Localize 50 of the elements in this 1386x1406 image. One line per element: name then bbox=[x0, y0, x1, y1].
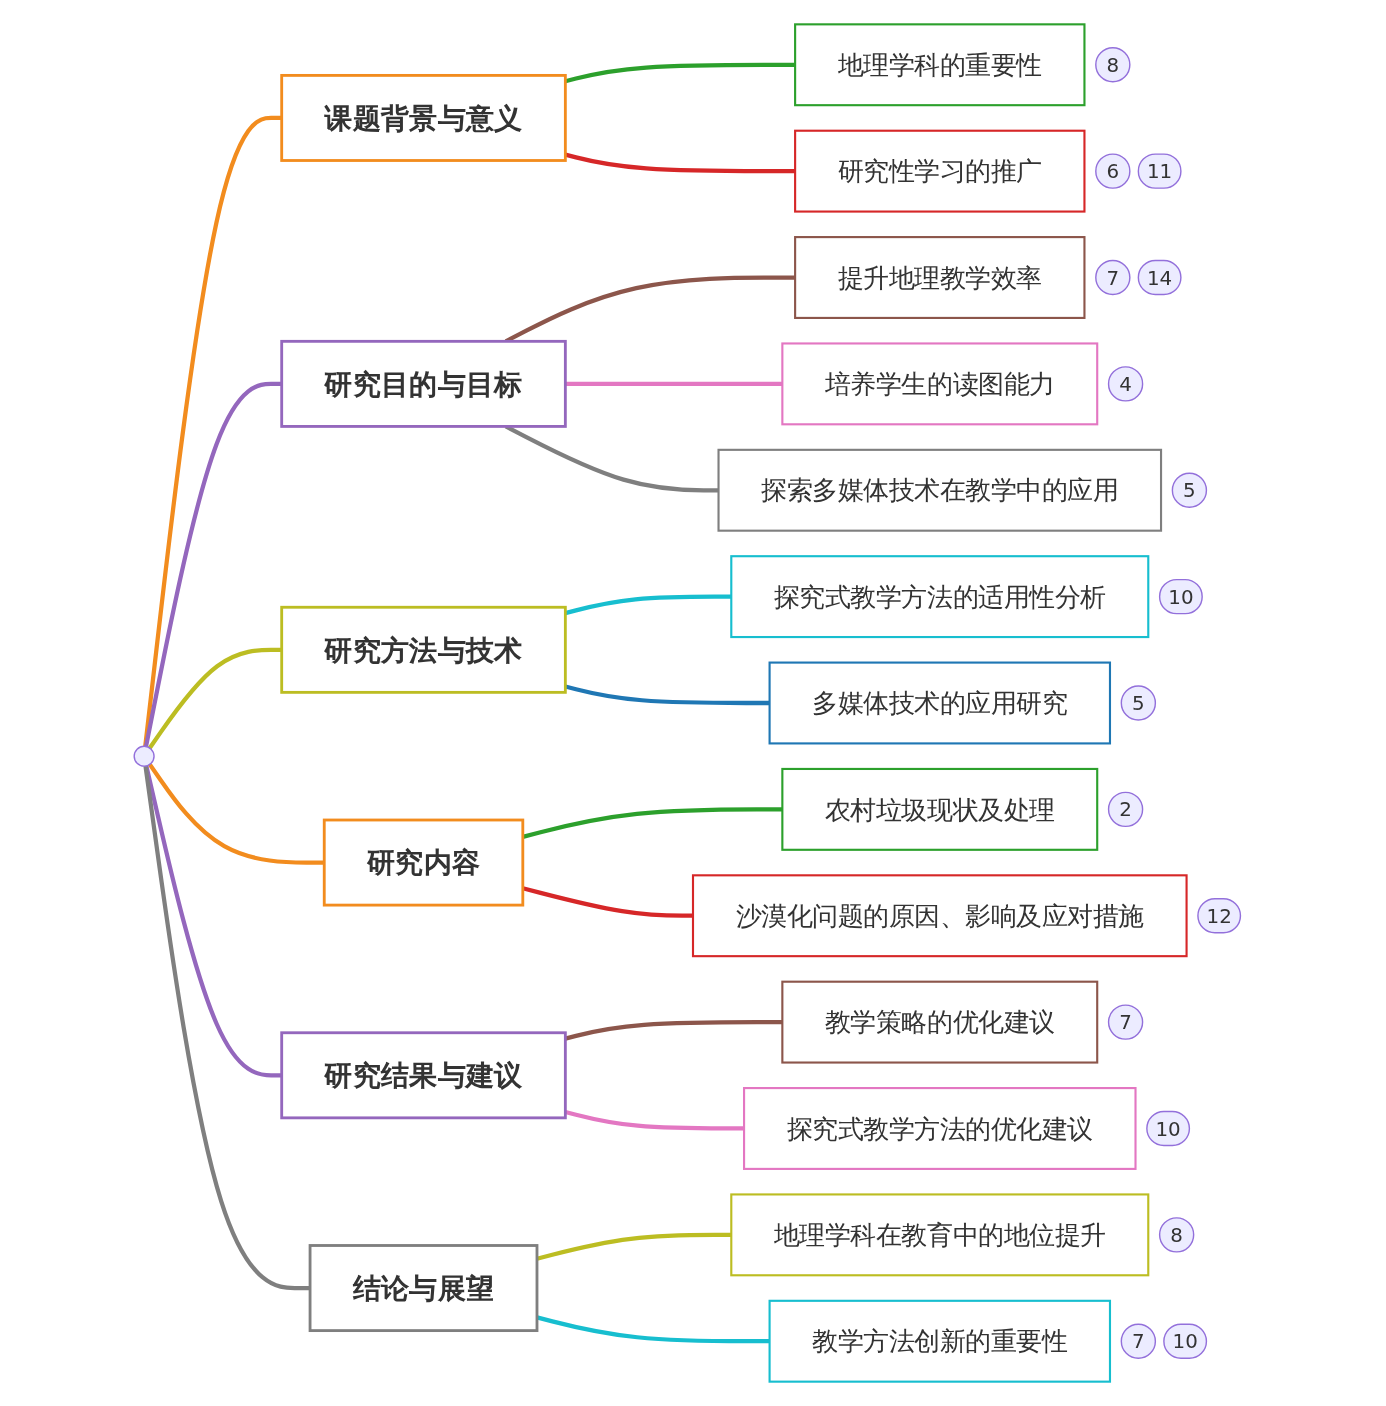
count-badge: 2 bbox=[1107, 791, 1144, 828]
count-badge: 10 bbox=[1163, 1323, 1208, 1359]
node-box: 探索多媒体技术在教学中的应用 bbox=[717, 448, 1163, 532]
node-box: 研究结果与建议 bbox=[280, 1031, 567, 1120]
connector bbox=[522, 886, 693, 918]
count-badge: 5 bbox=[1120, 685, 1157, 721]
node-box: 研究目的与目标 bbox=[280, 339, 567, 428]
connector bbox=[564, 1020, 783, 1041]
count-badge: 14 bbox=[1137, 259, 1182, 296]
count-badge: 4 bbox=[1107, 366, 1144, 402]
node-box: 课题背景与意义 bbox=[280, 74, 567, 162]
node-box: 培养学生的读图能力 bbox=[781, 342, 1099, 426]
connector bbox=[143, 115, 282, 747]
count-badge: 10 bbox=[1146, 1110, 1191, 1147]
connector bbox=[148, 647, 282, 750]
connector bbox=[148, 763, 325, 865]
count-badge: 7 bbox=[1120, 1323, 1157, 1359]
connector bbox=[143, 381, 282, 747]
connector bbox=[564, 684, 770, 706]
node-box: 教学策略的优化建议 bbox=[781, 980, 1099, 1064]
count-badge: 10 bbox=[1158, 578, 1203, 615]
connector bbox=[522, 807, 783, 839]
count-badge: 12 bbox=[1197, 898, 1242, 934]
count-badge: 6 bbox=[1095, 153, 1131, 189]
node-box: 教学方法创新的重要性 bbox=[768, 1299, 1112, 1383]
connector bbox=[536, 1232, 732, 1261]
count-badge: 11 bbox=[1137, 153, 1182, 189]
node-box: 沙漠化问题的原因、影响及应对措施 bbox=[691, 874, 1188, 958]
node-box: 研究性学习的推广 bbox=[794, 129, 1086, 213]
node-box: 探究式教学方法的优化建议 bbox=[743, 1087, 1137, 1170]
count-badge: 7 bbox=[1107, 1004, 1144, 1040]
node-box: 研究内容 bbox=[322, 818, 525, 907]
connector bbox=[564, 152, 796, 174]
connector bbox=[565, 381, 783, 386]
node-box: 提升地理教学效率 bbox=[794, 236, 1086, 319]
connector bbox=[536, 1315, 770, 1344]
count-badge: 8 bbox=[1095, 47, 1131, 83]
node-box: 结论与展望 bbox=[308, 1244, 539, 1332]
connector bbox=[564, 1109, 745, 1131]
count-badge: 8 bbox=[1158, 1217, 1195, 1253]
node-box: 农村垃圾现状及处理 bbox=[781, 767, 1099, 851]
node-box: 地理学科的重要性 bbox=[794, 23, 1086, 107]
count-badge: 7 bbox=[1095, 259, 1131, 296]
node-box: 探究式教学方法的适用性分析 bbox=[730, 555, 1150, 639]
connector bbox=[143, 765, 311, 1291]
count-badge: 5 bbox=[1171, 472, 1208, 508]
node-circle bbox=[133, 745, 155, 767]
node-box: 研究方法与技术 bbox=[280, 605, 567, 694]
node-box: 地理学科在教育中的地位提升 bbox=[730, 1193, 1150, 1277]
node-box: 多媒体技术的应用研究 bbox=[768, 661, 1112, 745]
